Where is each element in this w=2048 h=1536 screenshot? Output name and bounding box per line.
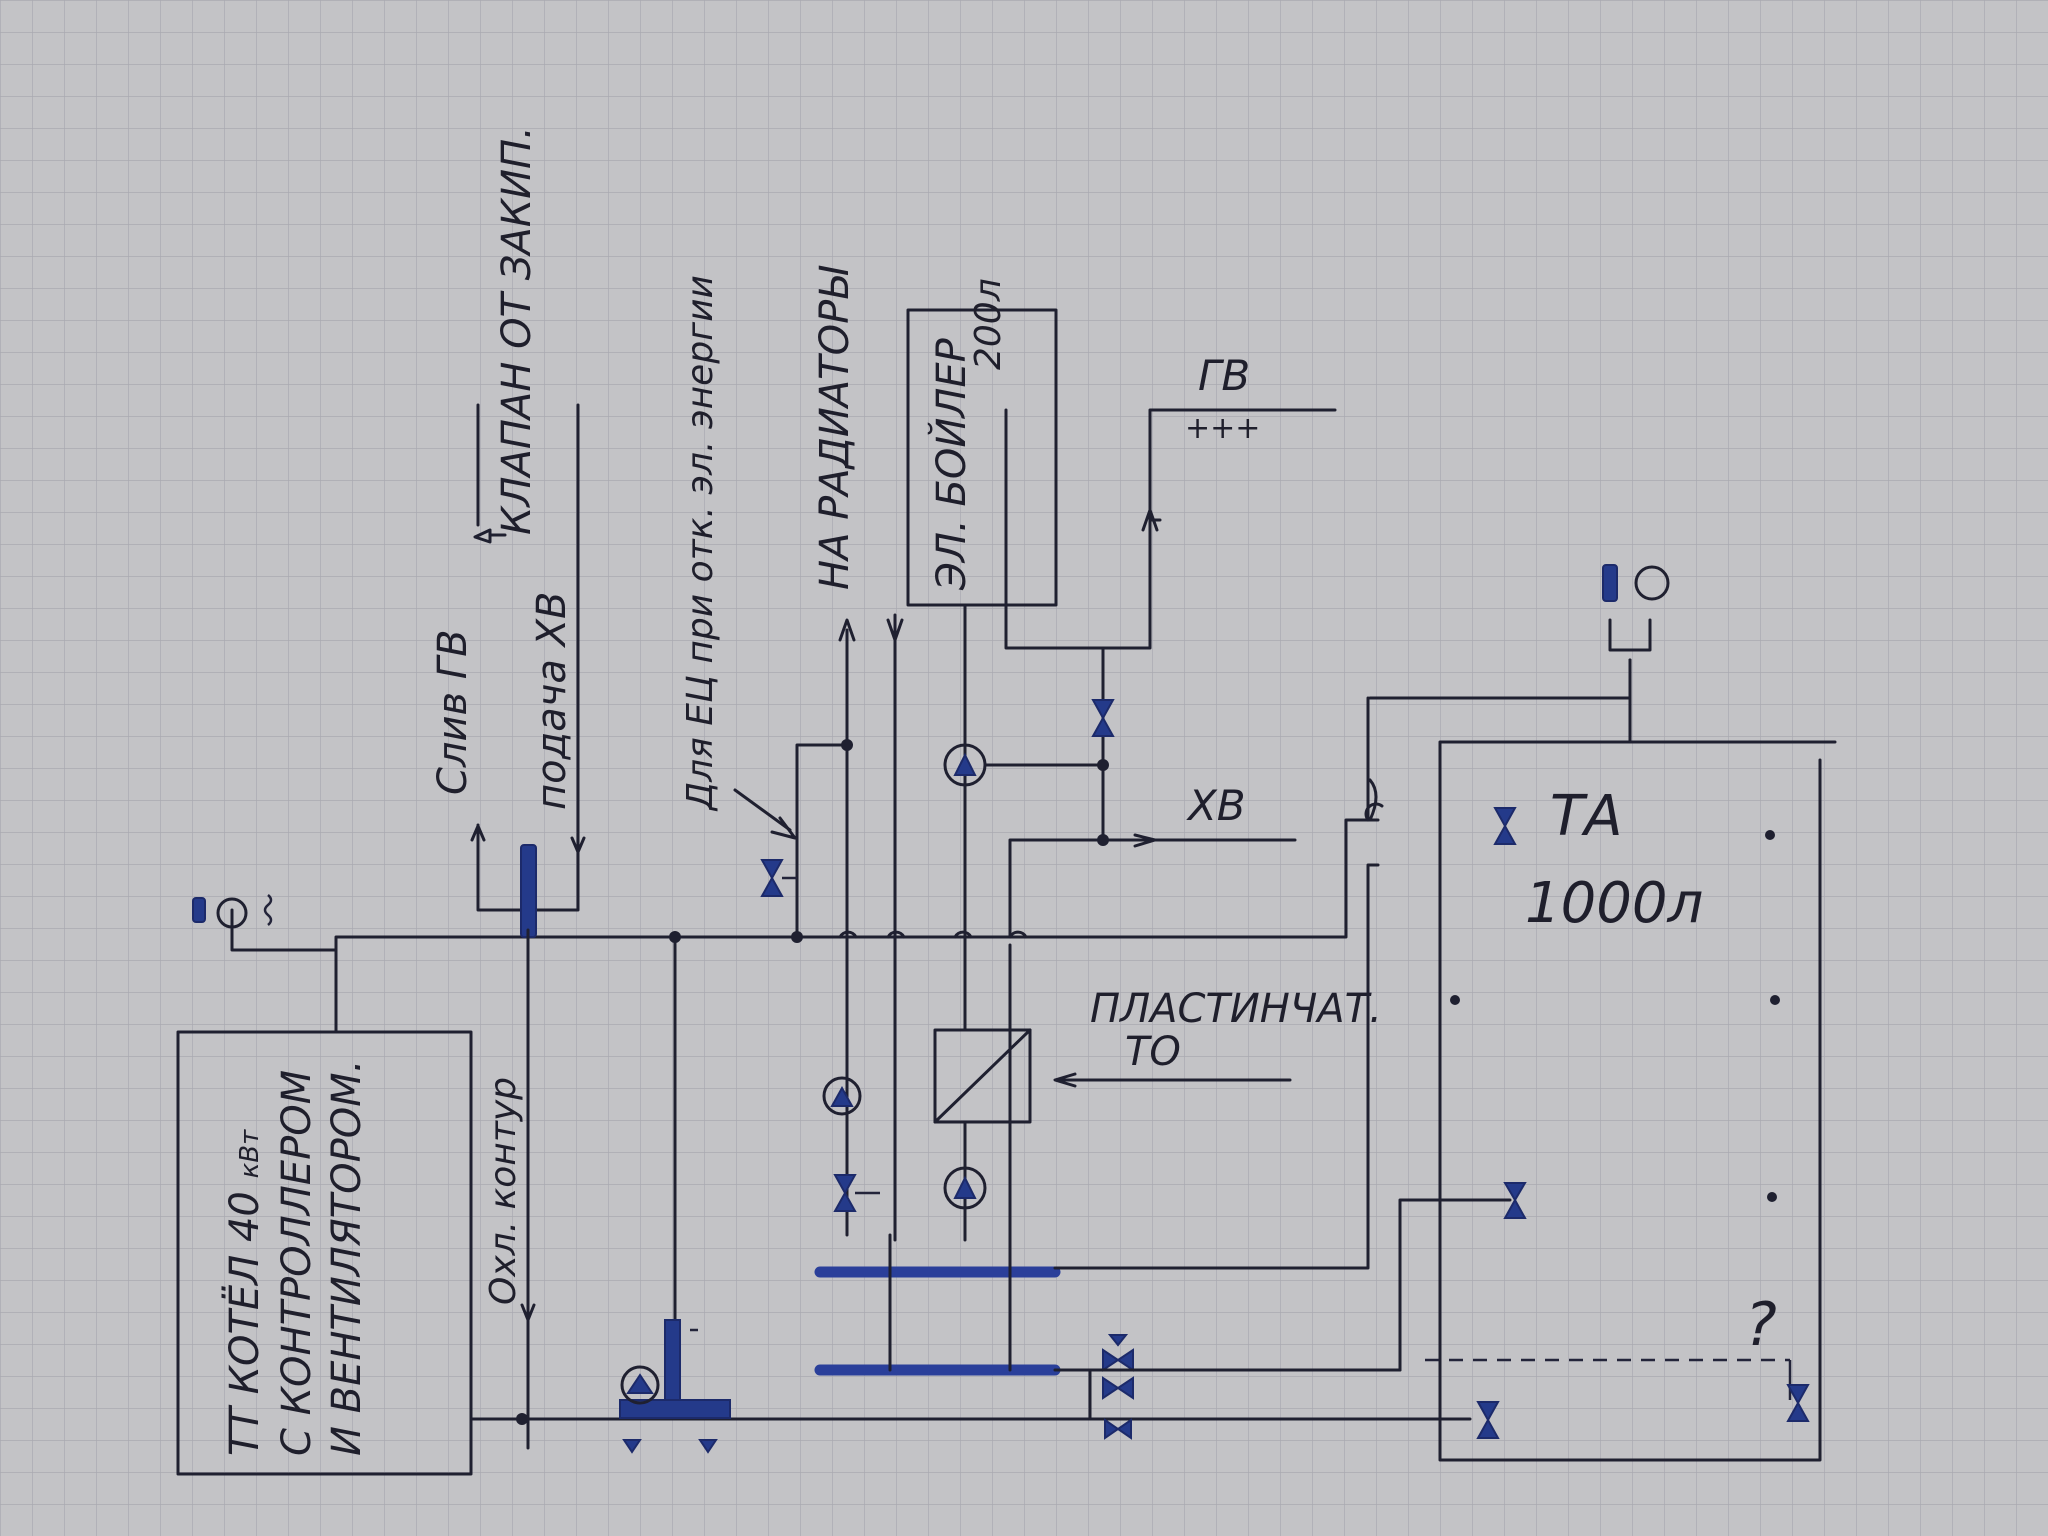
tank-label: ТА xyxy=(1550,784,1623,849)
boiler-unit: кВт xyxy=(235,1129,265,1179)
boiler-label-line2: С КОНТРОЛЛЕРОМ xyxy=(274,1070,320,1456)
cw-valve-icon xyxy=(1091,699,1115,737)
storage-tank xyxy=(1438,740,1837,1462)
tank-top-valve-icon xyxy=(1493,807,1517,845)
hw-drain-label: Слив ГВ xyxy=(430,629,476,795)
hot-water-taps: +++ xyxy=(1185,411,1260,446)
tank-volume: 1000л xyxy=(1525,871,1703,936)
tank-bottom-valve-icon xyxy=(1476,1401,1500,1439)
plate-heat-exchanger xyxy=(933,1028,1032,1124)
backup-valve-icon xyxy=(760,859,797,897)
boiler-label-line3: И ВЕНТИЛЯТОРОМ. xyxy=(324,1060,370,1456)
safety-valve-icon xyxy=(263,894,273,926)
thermometer-icon xyxy=(192,897,206,923)
main-supply-pipe xyxy=(334,818,1380,952)
tank-middle-valve-icon xyxy=(1503,1182,1527,1219)
relief-valve-label: КЛАПАН ОТ ЗАКИП. xyxy=(494,126,540,535)
electric-boiler xyxy=(906,308,1058,607)
backup-label: Для ЕЦ при отк. эл. энергии xyxy=(680,275,721,812)
plate-hx-label-line2: ТО xyxy=(1125,1029,1181,1075)
mixing-valve-icon xyxy=(520,844,537,938)
boiler-label: ТТ КОТЁЛ 40 кВт С КОНТРОЛЛЕРОМ И ВЕНТИЛЯ… xyxy=(220,1060,370,1456)
electric-boiler-label: ЭЛ. БОЙЛЕР xyxy=(927,337,975,591)
hot-water-label: ГВ xyxy=(1198,351,1250,400)
unknown-connection-mark: ? xyxy=(1745,1290,1777,1360)
cooling-circuit-label: Охл. контур xyxy=(483,1077,524,1305)
tank-drain-valve-icon xyxy=(1786,1384,1810,1422)
radiator-valve-icon xyxy=(833,1174,880,1212)
boiler-return-pump-unit xyxy=(619,1319,731,1454)
hx-pump-icon xyxy=(943,1166,987,1210)
radiator-pump-icon xyxy=(822,1076,862,1116)
plate-hx-label-line1: ПЛАСТИНЧАТ. xyxy=(1090,986,1382,1032)
manifold-valves xyxy=(1088,1334,1134,1440)
tank-thermometer-icon xyxy=(1602,564,1618,602)
boiler-label-line1: ТТ КОТЁЛ 40 кВт xyxy=(220,1129,268,1456)
tank-pressure-gauge-icon xyxy=(1634,565,1670,601)
pressure-gauge-icon xyxy=(216,897,248,929)
cw-supply-label: подача ХВ xyxy=(529,592,575,811)
cold-water-label: ХВ xyxy=(1186,781,1246,830)
electric-boiler-volume: 200л xyxy=(968,278,1009,370)
solid-fuel-boiler xyxy=(176,1030,473,1476)
radiators-label: НА РАДИАТОРЫ xyxy=(812,265,858,590)
